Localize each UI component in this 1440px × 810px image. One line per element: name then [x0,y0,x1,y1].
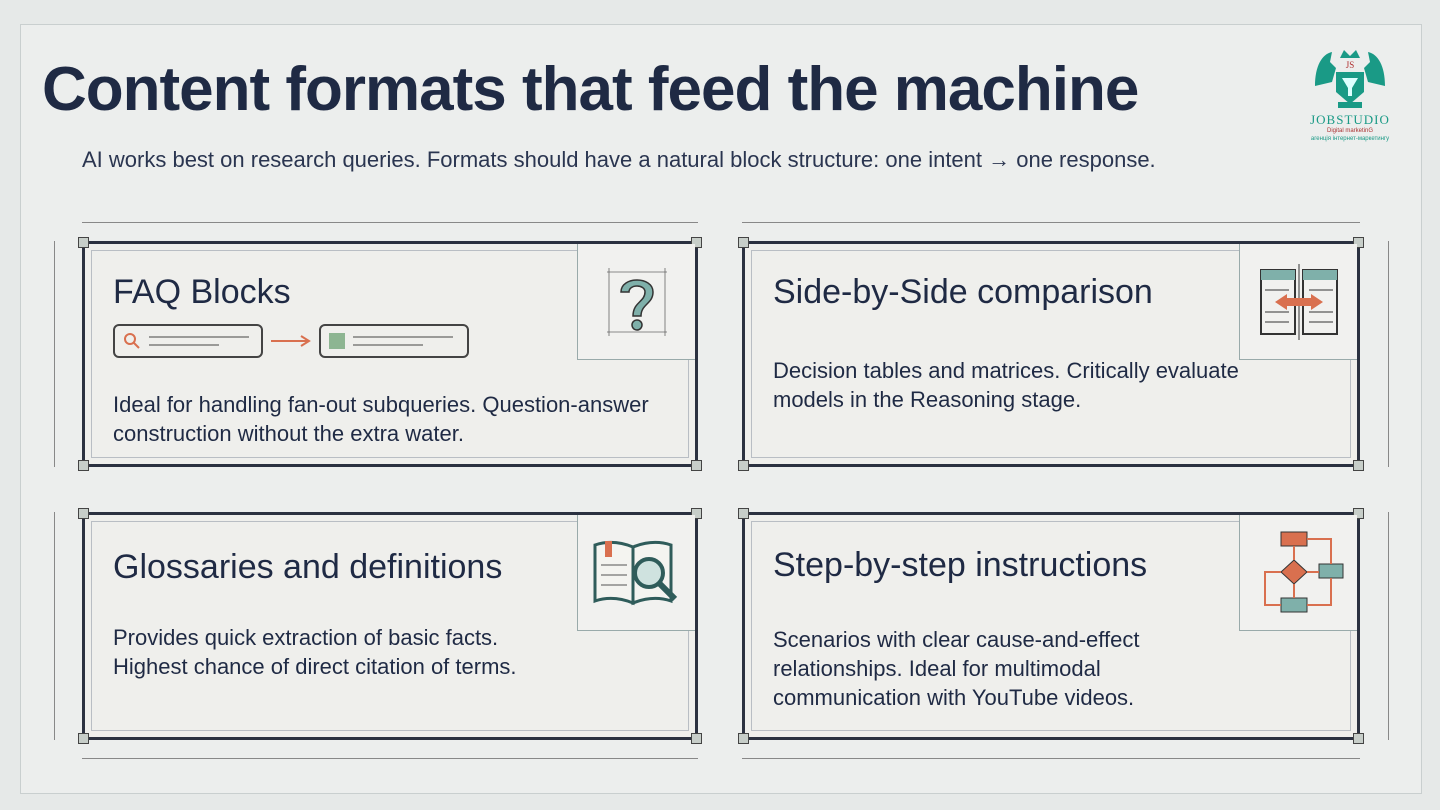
logo-tagline-ua: агенція інтернет-маркетингу [1310,136,1390,142]
dimension-line [82,222,698,223]
dimension-line [82,758,698,759]
crest-icon: JS [1315,50,1385,108]
answer-square-icon [329,333,345,349]
page-title: Content formats that feed the machine [42,55,1139,124]
dimension-line [54,512,55,740]
search-icon [124,333,140,349]
dimension-line [54,241,55,467]
card-title: FAQ Blocks [113,273,291,311]
logo-tagline: Digital marketinG [1326,128,1373,134]
book-magnifier-icon [577,515,695,631]
comparison-table-icon [1239,244,1357,360]
answer-pill [319,324,469,358]
dimension-line [1388,512,1389,740]
card-step-by-step: Step-by-step instructions Scenarios with… [738,508,1364,744]
flowchart-icon [1239,515,1357,631]
card-text: Ideal for handling fan-out subqueries. Q… [113,392,649,446]
card-title: Side-by-Side comparison [773,273,1153,311]
jobstudio-logo: JS JOBSTUDIO Digital marketinG агенція і… [1298,46,1402,143]
dimension-line [742,758,1360,759]
arrow-right-icon [271,335,311,347]
logo-name: JOBSTUDIO [1310,112,1390,127]
card-text: Provides quick extraction of basic facts… [113,625,517,679]
card-faq-blocks: FAQ Blocks Ideal for handling fan-out su… [78,237,702,471]
dimension-line [1388,241,1389,467]
question-mark-icon [577,244,695,360]
card-title: Glossaries and definitions [113,548,503,586]
dimension-line [742,222,1360,223]
query-pill [113,324,263,358]
svg-text:JS: JS [1346,60,1355,70]
card-title: Step-by-step instructions [773,546,1148,584]
page-subtitle: AI works best on research queries. Forma… [82,147,1156,172]
card-text: Decision tables and matrices. Critically… [773,358,1239,412]
card-glossaries: Glossaries and definitions Provides quic… [78,508,702,744]
card-side-by-side: Side-by-Side comparison Decision tables … [738,237,1364,471]
card-text: Scenarios with clear cause-and-effect re… [773,627,1140,710]
faq-illustration [113,324,469,358]
